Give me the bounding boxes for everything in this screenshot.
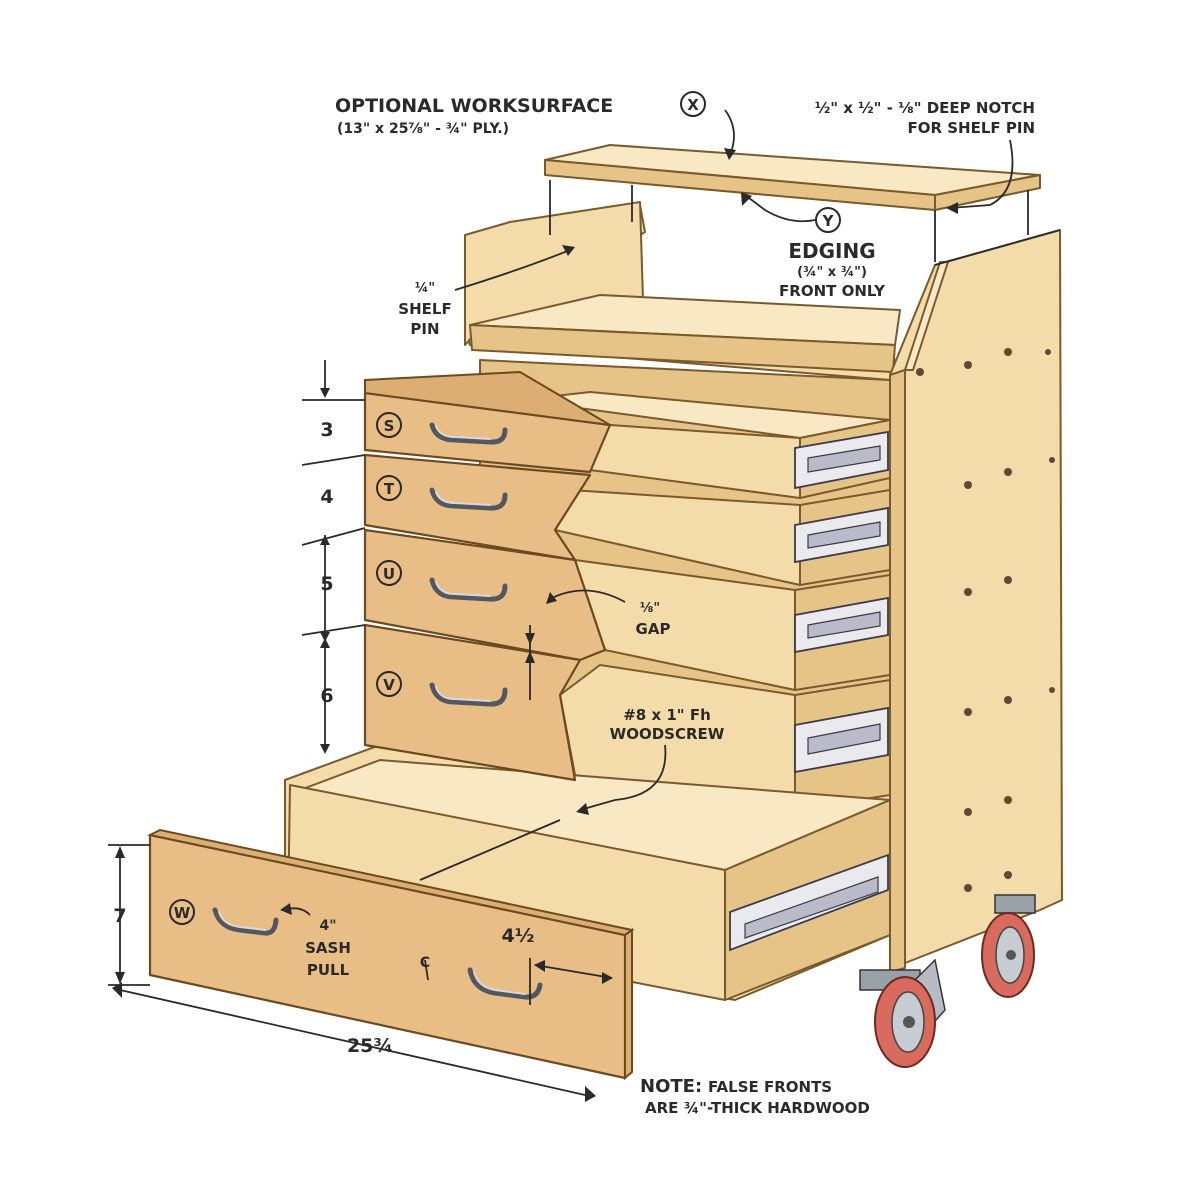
shelf-pin-label2: PIN [410,320,439,338]
note-line2: ARE ¾"-THICK HARDWOOD [645,1099,870,1117]
pull-w-right [467,967,543,1000]
part-w: W [174,904,191,922]
shelf-pin-label: SHELF [398,300,451,318]
screw-label: WOODSCREW [610,725,725,743]
worksurface [544,144,1041,262]
pull-t [429,487,508,511]
slide-u [794,596,889,654]
note-bold: NOTE: [640,1076,702,1097]
dim-width: 25¾ [347,1035,393,1057]
edging-note: FRONT ONLY [779,282,886,300]
labels: OPTIONAL WORKSURFACE (13" x 25⅞" - ¾" PL… [113,95,1035,1117]
gap-label: GAP [636,620,671,638]
slide-v [794,706,889,774]
dim-drawer-v: 6 [320,685,333,707]
worksurface-title: OPTIONAL WORKSURFACE [335,95,613,117]
gap-size: ⅛" [640,601,660,616]
part-s: S [384,417,395,435]
notch-line1: ½" x ½" - ⅛" DEEP NOTCH [815,99,1035,117]
caster-left [859,958,946,1068]
centerline-mark: C [420,955,430,971]
false-fronts [146,370,635,1081]
pull-v [429,682,508,707]
worksurface-dims: (13" x 25⅞" - ¾" PLY.) [337,121,509,137]
notch-line2: FOR SHELF PIN [907,119,1035,137]
part-v: V [383,676,395,694]
dim-drawer-w: 7 [113,905,126,927]
part-u: U [383,565,395,583]
part-x: X [687,96,699,114]
dim-drawer-u: 5 [320,573,333,595]
part-markers: X Y S T U V W [169,91,841,925]
sash-label: SASH [305,939,351,957]
screw-size: #8 x 1" Fh [623,706,711,724]
dim-drawer-s: 3 [320,419,333,441]
drawer-slides [729,430,889,952]
part-t: T [384,480,395,498]
sash-size: 4" [319,918,336,934]
note-line1: FALSE FRONTS [708,1078,832,1096]
caster-right [981,894,1036,998]
dimension-lines [108,109,1014,1102]
slide-w [729,853,889,952]
dim-pull-offset: 4½ [502,925,535,947]
slide-s [794,430,889,490]
part-y: Y [822,212,835,230]
drawer-pulls [212,422,543,1000]
pull-u [429,577,508,602]
shelf-pin-size: ¼" [415,281,435,296]
pull-s [429,422,508,445]
pull-w-left [212,907,279,936]
edging-dims: (¾" x ¾") [797,265,867,280]
edging-title: EDGING [788,239,875,263]
pull-label: PULL [307,961,350,979]
slide-t [794,506,889,564]
dim-drawer-t: 4 [320,486,333,508]
